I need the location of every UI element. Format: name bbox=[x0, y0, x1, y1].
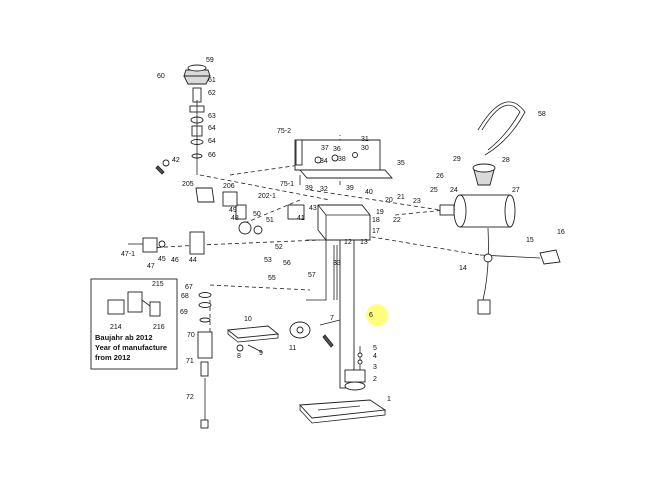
callout-n38: 38 bbox=[338, 156, 346, 163]
callout-n11: 11 bbox=[289, 345, 296, 352]
head-casting bbox=[235, 204, 371, 241]
left-column-parts bbox=[197, 292, 213, 429]
callout-n55: 55 bbox=[268, 275, 276, 282]
callout-n27: 27 bbox=[512, 187, 520, 194]
callout-n71: 71 bbox=[186, 358, 194, 365]
callout-n49: 49 bbox=[229, 207, 237, 214]
inset-line1: Baujahr ab 2012 bbox=[95, 333, 153, 342]
callout-n15: 15 bbox=[526, 237, 534, 244]
callout-n42: 42 bbox=[172, 157, 180, 164]
callout-n28: 28 bbox=[502, 157, 510, 164]
callout-n46: 46 bbox=[171, 257, 179, 264]
callout-n752: 75-2 bbox=[277, 128, 291, 135]
callout-n41: 41 bbox=[297, 215, 305, 222]
callout-n59: 59 bbox=[206, 57, 214, 64]
callout-n32: 32 bbox=[320, 186, 328, 193]
callout-n12: 12 bbox=[344, 239, 352, 246]
callout-n36: 36 bbox=[333, 146, 341, 153]
callout-n10: 10 bbox=[244, 316, 252, 323]
callout-n16: 16 bbox=[557, 229, 565, 236]
callout-n14: 14 bbox=[459, 265, 467, 272]
callout-n57: 57 bbox=[308, 272, 316, 279]
callout-n33: 33 bbox=[333, 260, 341, 267]
callout-n37: 37 bbox=[321, 145, 329, 152]
callout-n8: 8 bbox=[237, 353, 241, 360]
table-assembly bbox=[226, 319, 341, 353]
inset-line2: Year of manufacture bbox=[95, 343, 167, 352]
callout-n30: 30 bbox=[361, 145, 369, 152]
callout-n13: 13 bbox=[360, 239, 368, 246]
callout-n52: 52 bbox=[275, 244, 283, 251]
callout-n18: 18 bbox=[372, 217, 380, 224]
callout-n34: 34 bbox=[320, 158, 328, 165]
callout-n2021: 202-1 bbox=[258, 193, 276, 200]
callout-n61: 61 bbox=[208, 77, 216, 84]
callout-n67: 67 bbox=[185, 284, 193, 291]
callout-n45: 45 bbox=[158, 256, 166, 263]
callout-n64: 64 bbox=[208, 125, 216, 132]
motor-assembly bbox=[439, 101, 526, 315]
callout-n24: 24 bbox=[450, 187, 458, 194]
callout-n44: 44 bbox=[189, 257, 197, 264]
callout-n206: 206 bbox=[223, 183, 235, 190]
callout-n1: 1 bbox=[387, 396, 391, 403]
callout-n43: 43 bbox=[309, 205, 317, 212]
motor-mount-plate bbox=[294, 139, 393, 185]
callout-n64b: 64 bbox=[208, 138, 216, 145]
callout-n53: 53 bbox=[264, 257, 272, 264]
callout-n26: 26 bbox=[436, 173, 444, 180]
year-inset-box: Baujahr ab 2012 Year of manufacture from… bbox=[90, 278, 178, 370]
callout-n19: 19 bbox=[376, 209, 384, 216]
callout-n69: 69 bbox=[180, 309, 188, 316]
callout-n58: 58 bbox=[538, 111, 546, 118]
callout-n70: 70 bbox=[187, 332, 195, 339]
callout-n66: 66 bbox=[208, 152, 216, 159]
callout-n51: 51 bbox=[266, 217, 274, 224]
callout-n4: 4 bbox=[373, 353, 377, 360]
column bbox=[306, 239, 355, 389]
highlight-marker bbox=[366, 304, 388, 326]
callout-n63: 63 bbox=[208, 113, 216, 120]
callout-n72: 72 bbox=[186, 394, 194, 401]
callout-n215: 215 bbox=[152, 281, 164, 288]
spindle-assembly bbox=[155, 64, 211, 175]
callout-n21: 21 bbox=[397, 194, 405, 201]
callout-n22: 22 bbox=[393, 217, 401, 224]
callout-n5: 5 bbox=[373, 345, 377, 352]
left-side-parts bbox=[128, 187, 238, 255]
callout-n50: 50 bbox=[253, 211, 261, 218]
callout-n3: 3 bbox=[373, 364, 377, 371]
callout-n6: 6 bbox=[369, 312, 373, 319]
callout-n35: 35 bbox=[397, 160, 405, 167]
callout-n39: 39 bbox=[305, 185, 313, 192]
callout-n214: 214 bbox=[110, 324, 122, 331]
callout-n471: 47-1 bbox=[121, 251, 135, 258]
switch-cable bbox=[479, 249, 561, 265]
callout-n17: 17 bbox=[372, 228, 380, 235]
callout-n60: 60 bbox=[157, 73, 165, 80]
callout-n20: 20 bbox=[385, 197, 393, 204]
callout-n48: 48 bbox=[231, 215, 239, 222]
callout-n31: 31 bbox=[361, 136, 369, 143]
inset-line3: from 2012 bbox=[95, 353, 130, 362]
callout-n205: 205 bbox=[182, 181, 194, 188]
callout-n751: 75-1 bbox=[280, 181, 294, 188]
assembly-dashed-lines bbox=[149, 135, 481, 350]
callout-n9: 9 bbox=[259, 350, 263, 357]
callout-n2: 2 bbox=[373, 376, 377, 383]
callout-labels: 59606162636464664275-23130363735383475-1… bbox=[110, 57, 565, 403]
base-assembly bbox=[299, 346, 387, 424]
callout-n62: 62 bbox=[208, 90, 216, 97]
callout-n29: 29 bbox=[453, 156, 461, 163]
callout-n40: 40 bbox=[365, 189, 373, 196]
callout-n68: 68 bbox=[181, 293, 189, 300]
callout-n25: 25 bbox=[430, 187, 438, 194]
callout-n23: 23 bbox=[413, 198, 421, 205]
callout-n56: 56 bbox=[283, 260, 291, 267]
callout-n216: 216 bbox=[153, 324, 165, 331]
callout-n7: 7 bbox=[330, 315, 334, 322]
callout-n39b: 39 bbox=[346, 185, 354, 192]
callout-n47: 47 bbox=[147, 263, 155, 270]
